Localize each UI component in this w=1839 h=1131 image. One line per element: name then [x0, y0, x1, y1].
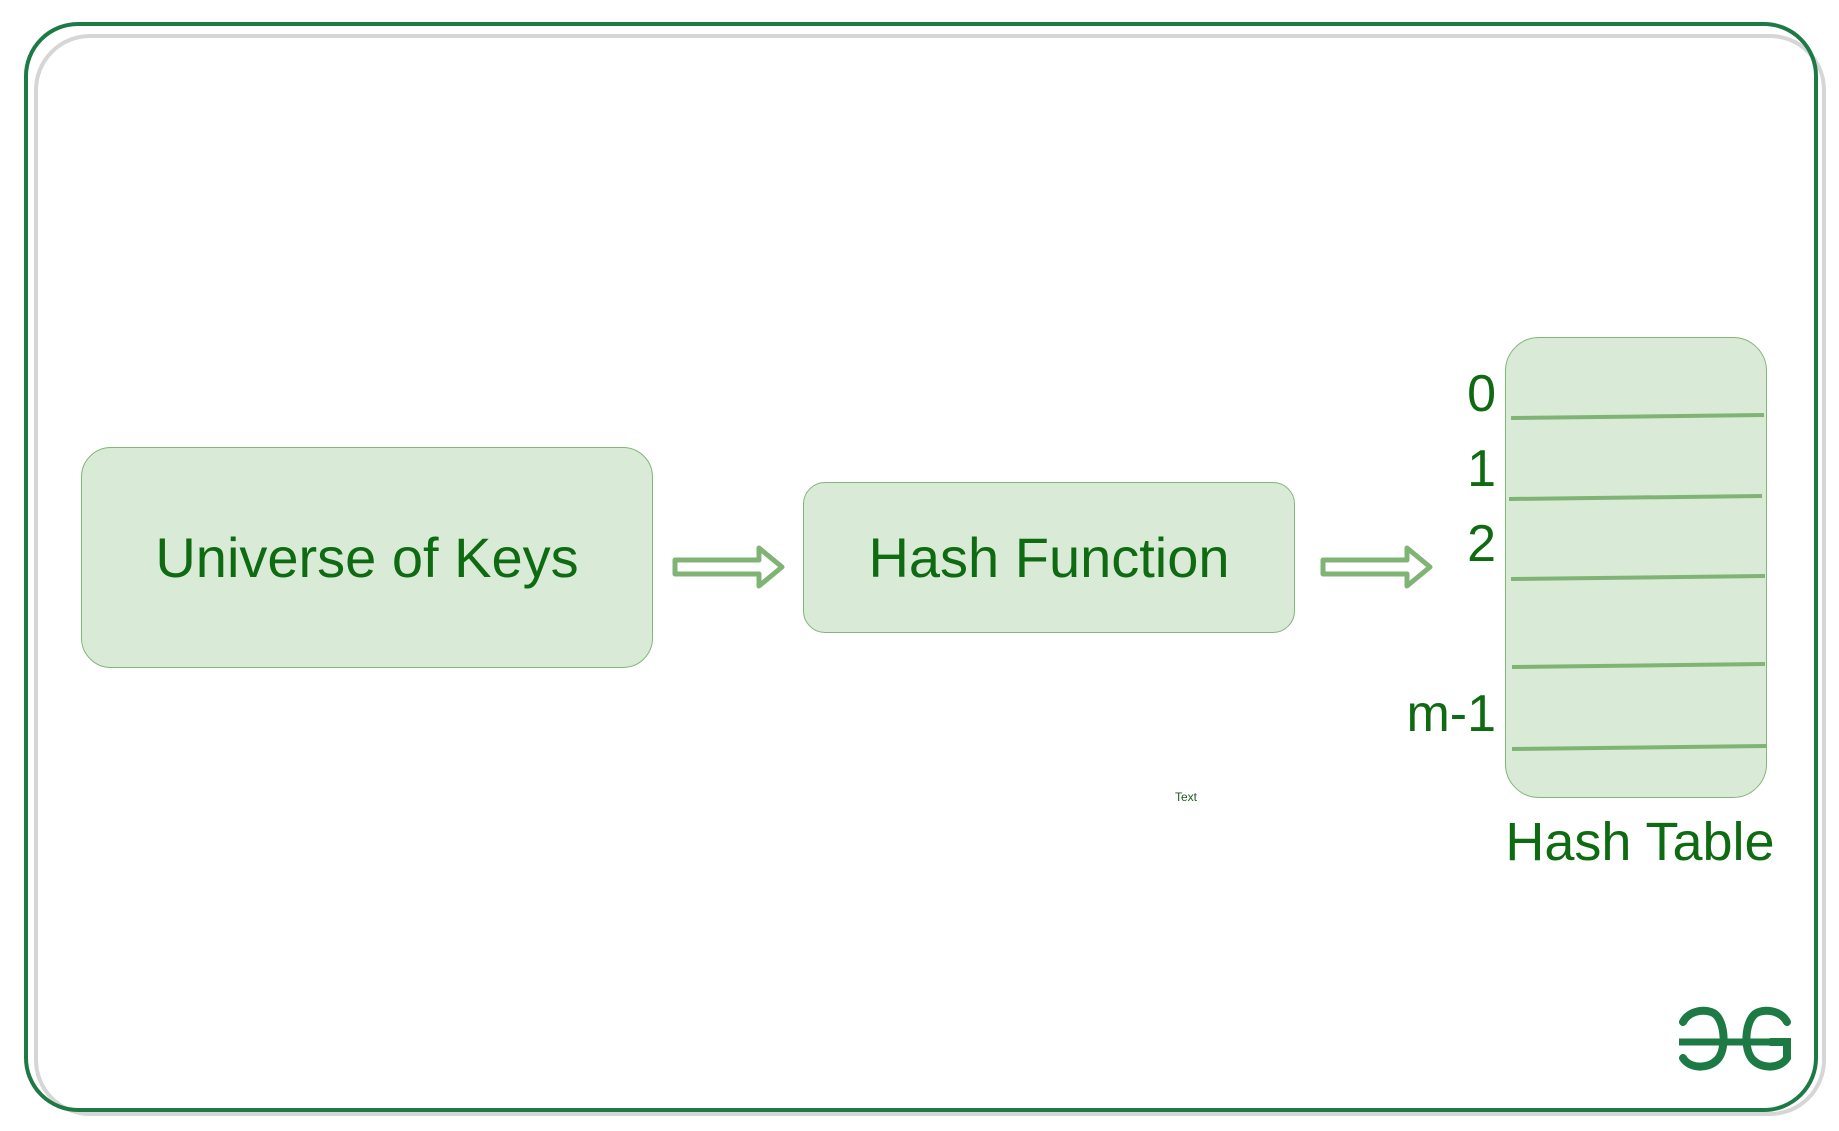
frame-shadow [34, 34, 1826, 1116]
slot-divider [1510, 574, 1766, 581]
slot-divider [1510, 413, 1765, 420]
index-label-0: 0 [1467, 365, 1496, 423]
stray-text-label: Text [1174, 790, 1197, 804]
index-label-1: 1 [1467, 440, 1496, 498]
universe-of-keys-label: Universe of Keys [155, 526, 579, 589]
arrow-right-icon [1320, 545, 1433, 589]
diagram-frame [24, 22, 1818, 1112]
slot-divider [1508, 494, 1763, 501]
hash-function-box: Hash Function [803, 482, 1295, 633]
index-label-2: 2 [1467, 515, 1496, 573]
slot-divider [1511, 744, 1767, 751]
geeksforgeeks-logo [1679, 1006, 1791, 1071]
hash-table-caption: Hash Table [1505, 812, 1775, 872]
index-label-m-1: m-1 [1406, 685, 1496, 743]
slot-divider [1511, 662, 1766, 669]
arrow-right-icon [672, 545, 785, 589]
universe-of-keys-box: Universe of Keys [81, 447, 653, 668]
hash-function-label: Hash Function [868, 526, 1230, 589]
